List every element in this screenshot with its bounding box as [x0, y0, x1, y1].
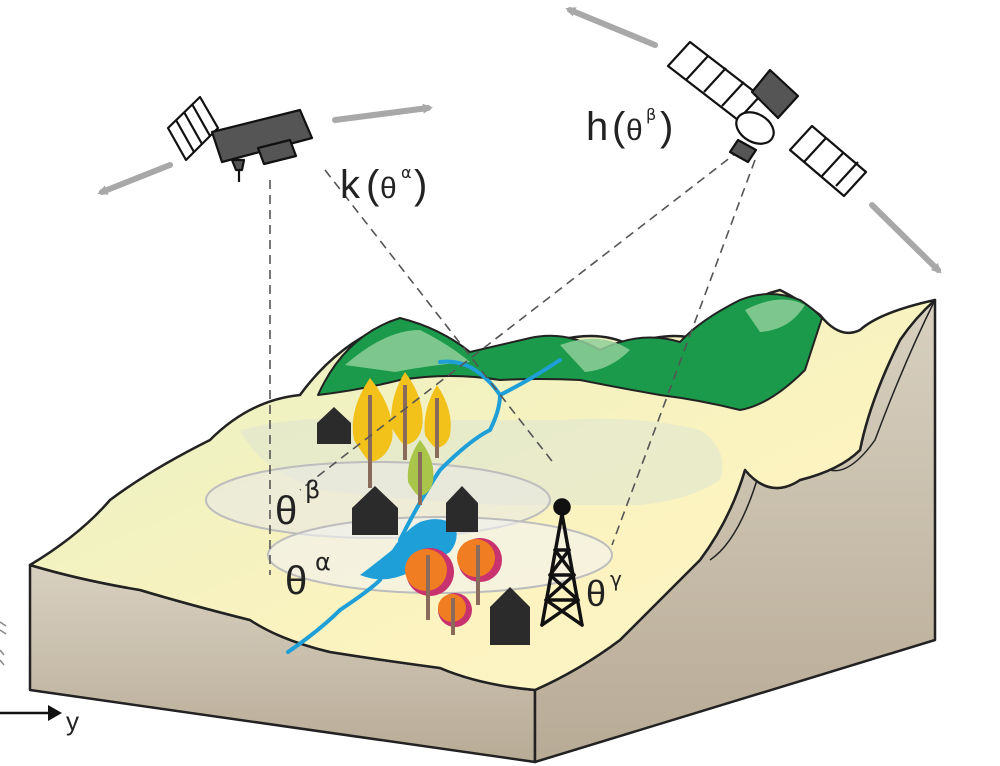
axis-y-label: y	[66, 706, 79, 736]
svg-text:(: (	[612, 105, 626, 149]
radio-tower-icon	[540, 498, 584, 627]
sensor-view-lines	[269, 149, 756, 575]
svg-text:α: α	[315, 548, 331, 576]
svg-text:γ: γ	[610, 567, 622, 591]
tree-cluster-yellow	[352, 372, 451, 505]
svg-text:k: k	[340, 163, 361, 207]
river-icon	[286, 358, 562, 654]
house-icon	[317, 407, 351, 444]
axis-indicator: y	[0, 621, 79, 736]
label-theta-alpha: θ α	[285, 548, 331, 603]
svg-text:): )	[414, 163, 427, 207]
tree-icon	[407, 440, 434, 505]
svg-text:θ: θ	[275, 489, 297, 533]
tree-icon	[457, 538, 502, 605]
tree-icon	[391, 372, 423, 460]
label-k-theta-alpha: k ( θ α )	[340, 163, 427, 207]
house-icon	[446, 486, 478, 532]
svg-text:h: h	[586, 105, 608, 149]
svg-text:β: β	[305, 476, 320, 504]
house-icon	[352, 486, 398, 535]
terrain-block	[28, 288, 937, 764]
label-theta-gamma: θ γ	[586, 567, 622, 614]
label-h-theta-beta: h ( θ β )	[586, 105, 673, 149]
svg-text:θ: θ	[586, 573, 606, 614]
svg-text:(: (	[366, 163, 380, 207]
tree-cluster-orange	[405, 538, 502, 635]
svg-text:θ: θ	[380, 172, 397, 205]
house-icon	[490, 587, 530, 645]
tree-icon	[438, 593, 472, 635]
satellite-right-icon	[666, 40, 868, 198]
tree-icon	[405, 548, 454, 620]
tree-icon	[352, 378, 393, 488]
lake	[360, 519, 457, 580]
tree-icon	[424, 385, 451, 458]
svg-text:θ: θ	[285, 559, 307, 603]
satellite-left-icon	[166, 95, 314, 182]
svg-text:β: β	[646, 105, 656, 124]
svg-text:α: α	[401, 163, 412, 182]
svg-text:): )	[660, 105, 673, 149]
svg-text:θ: θ	[626, 114, 643, 147]
label-theta-beta: θ β	[275, 476, 320, 533]
motion-arrows	[97, 7, 942, 274]
